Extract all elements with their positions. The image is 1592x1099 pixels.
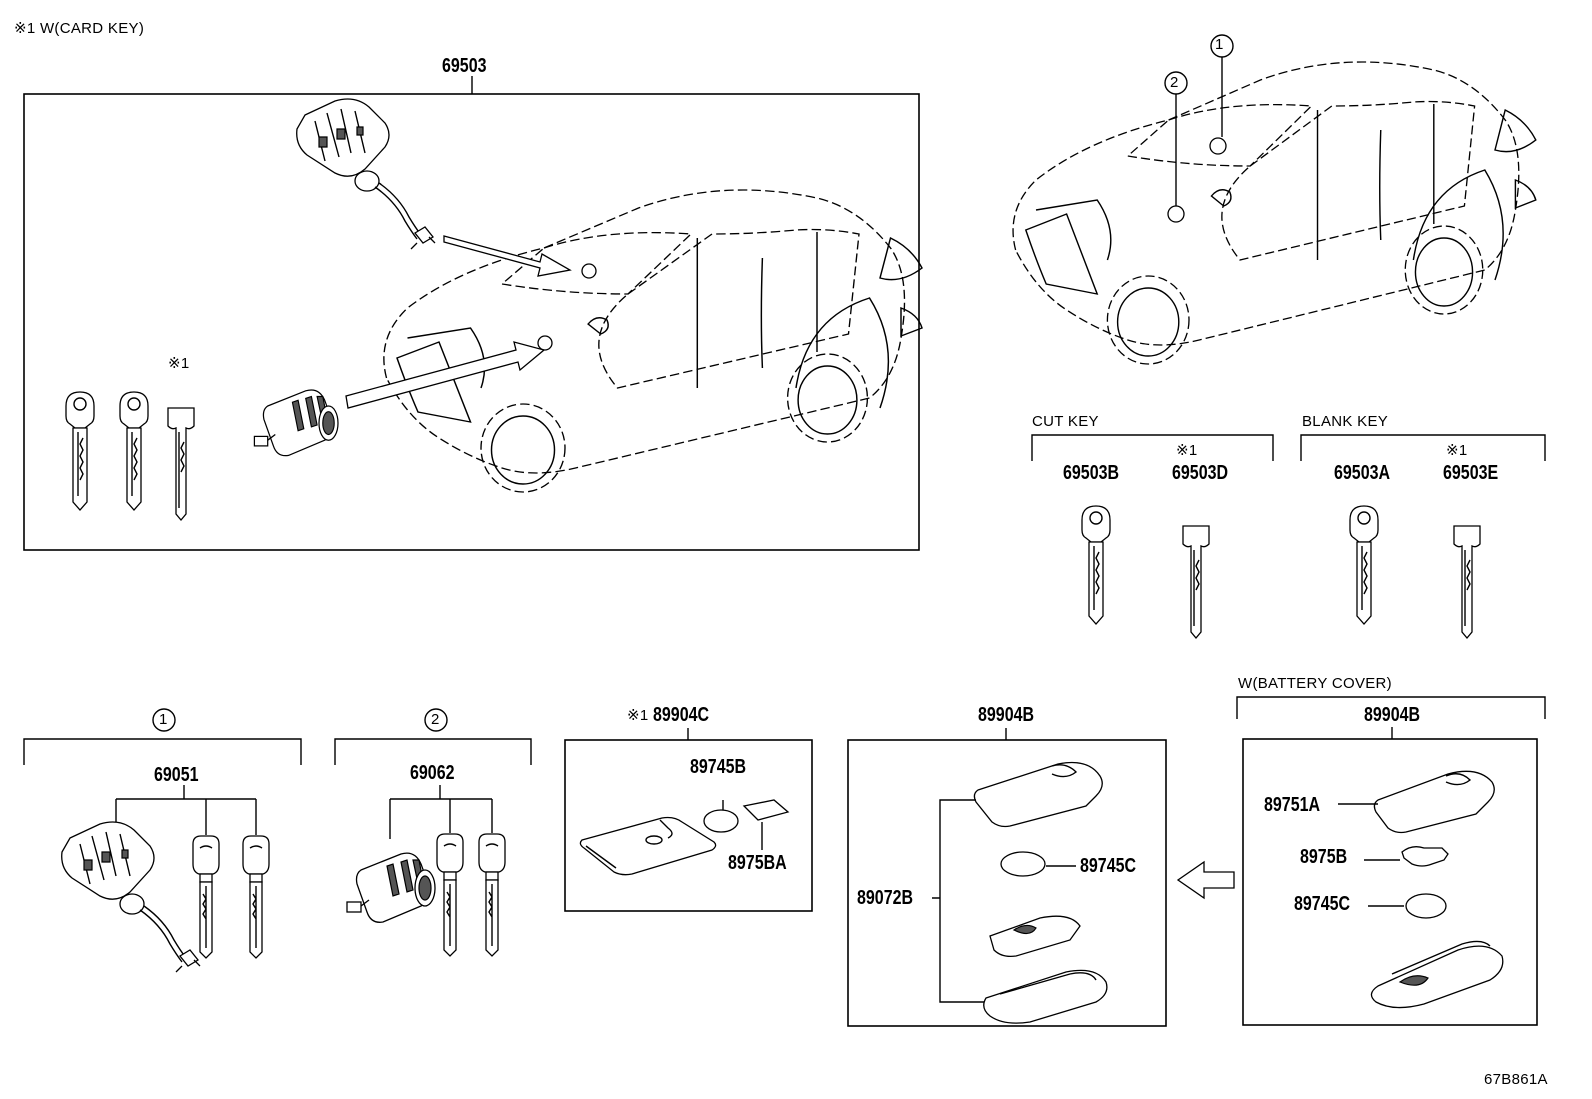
part-no-69062: 69062 bbox=[410, 762, 455, 784]
location-num-2: 2 bbox=[1170, 74, 1179, 91]
arrow-alternate bbox=[1176, 860, 1235, 900]
group-num-1: 1 bbox=[159, 711, 168, 728]
mech-key-3 bbox=[436, 833, 464, 957]
cut-key-mark: ※1 bbox=[1176, 442, 1198, 459]
part-no-69051: 69051 bbox=[154, 764, 199, 786]
location-num-1: 1 bbox=[1215, 36, 1224, 53]
figure-id: 67B861A bbox=[1484, 1071, 1548, 1088]
blank-key-title: BLANK KEY bbox=[1302, 413, 1389, 430]
part-no-89745C: 89745C bbox=[1080, 855, 1137, 877]
mech-key-1 bbox=[192, 835, 220, 959]
smart-key-2 bbox=[119, 391, 149, 511]
note-mark: ※1 bbox=[168, 355, 190, 372]
mech-key-2 bbox=[242, 835, 270, 959]
part-no-89904B-2: 89904B bbox=[1364, 704, 1421, 726]
part-no-69503E: 69503E bbox=[1443, 462, 1499, 484]
card-key-main bbox=[167, 407, 195, 521]
arrow-to-location-1 bbox=[443, 235, 572, 277]
fob-box bbox=[847, 739, 1167, 1027]
battery-cover-box bbox=[1242, 738, 1538, 1026]
part-no-89745B: 89745B bbox=[690, 756, 747, 778]
group-num-2: 2 bbox=[431, 711, 440, 728]
part-no-69503B: 69503B bbox=[1063, 462, 1120, 484]
card-key-note: ※1 W(CARD KEY) bbox=[14, 20, 145, 37]
ignition-switch-69051 bbox=[61, 821, 201, 973]
card-key-mark-2: ※1 bbox=[627, 707, 649, 724]
blank-key-69503E bbox=[1453, 525, 1481, 639]
mech-key-4 bbox=[478, 833, 506, 957]
smart-key-1 bbox=[65, 391, 95, 511]
blank-key-69503A bbox=[1349, 505, 1379, 625]
part-no-89745C-2: 89745C bbox=[1294, 893, 1351, 915]
lock-cylinder-69062 bbox=[346, 852, 436, 923]
part-no-69503A: 69503A bbox=[1334, 462, 1391, 484]
part-no-89904C: 89904C bbox=[653, 704, 710, 726]
cut-key-69503B bbox=[1081, 505, 1111, 625]
part-no-69503: 69503 bbox=[442, 55, 487, 77]
cut-key-title: CUT KEY bbox=[1032, 413, 1099, 430]
part-no-69503D: 69503D bbox=[1172, 462, 1229, 484]
blank-key-mark: ※1 bbox=[1446, 442, 1468, 459]
part-no-8975BA: 8975BA bbox=[728, 852, 787, 874]
part-no-89904B: 89904B bbox=[978, 704, 1035, 726]
car-illustration-main bbox=[383, 189, 923, 493]
ignition-switch-main bbox=[296, 98, 436, 250]
part-no-8975B: 8975B bbox=[1300, 846, 1348, 868]
main-kit-box bbox=[23, 93, 920, 551]
lock-cylinder-main bbox=[253, 389, 339, 457]
part-no-89072B: 89072B bbox=[857, 887, 914, 909]
car-illustration-locations bbox=[1012, 61, 1537, 365]
cut-key-69503D bbox=[1182, 525, 1210, 639]
card-key-box bbox=[564, 739, 813, 912]
battery-cover-title: W(BATTERY COVER) bbox=[1238, 675, 1392, 692]
arrow-to-location-2 bbox=[345, 341, 546, 409]
part-no-89751A: 89751A bbox=[1264, 794, 1321, 816]
